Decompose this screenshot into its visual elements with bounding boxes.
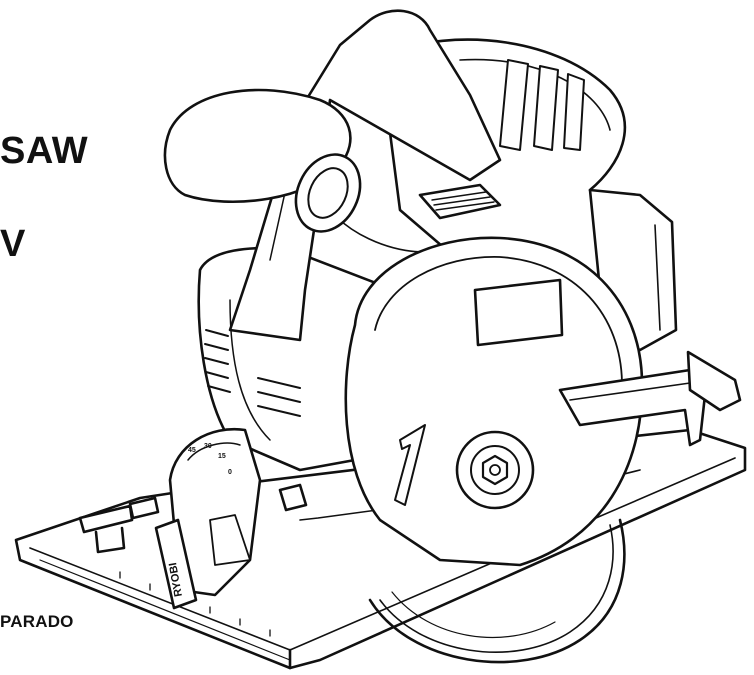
rear-clamp xyxy=(128,496,160,520)
svg-text:45: 45 xyxy=(188,447,196,454)
brand-badge: RYOBI xyxy=(154,518,198,610)
front-knob xyxy=(163,88,362,233)
saw-blade xyxy=(368,518,626,664)
trigger-switch xyxy=(418,183,502,220)
svg-text:0: 0 xyxy=(228,469,232,476)
svg-text:30: 30 xyxy=(204,443,212,450)
brand-logo-text: RYOBI xyxy=(167,562,185,598)
cover-voltage-fragment: V xyxy=(0,223,26,265)
cover-title-fragment: SAW xyxy=(0,130,89,172)
cover-bottom-fragment: PARADO xyxy=(0,612,74,631)
svg-text:15: 15 xyxy=(218,453,226,460)
guard-lever xyxy=(558,350,742,447)
bevel-scale: 0 15 30 45 xyxy=(188,443,232,476)
blade-guard xyxy=(344,236,644,567)
bevel-bracket xyxy=(168,427,308,597)
